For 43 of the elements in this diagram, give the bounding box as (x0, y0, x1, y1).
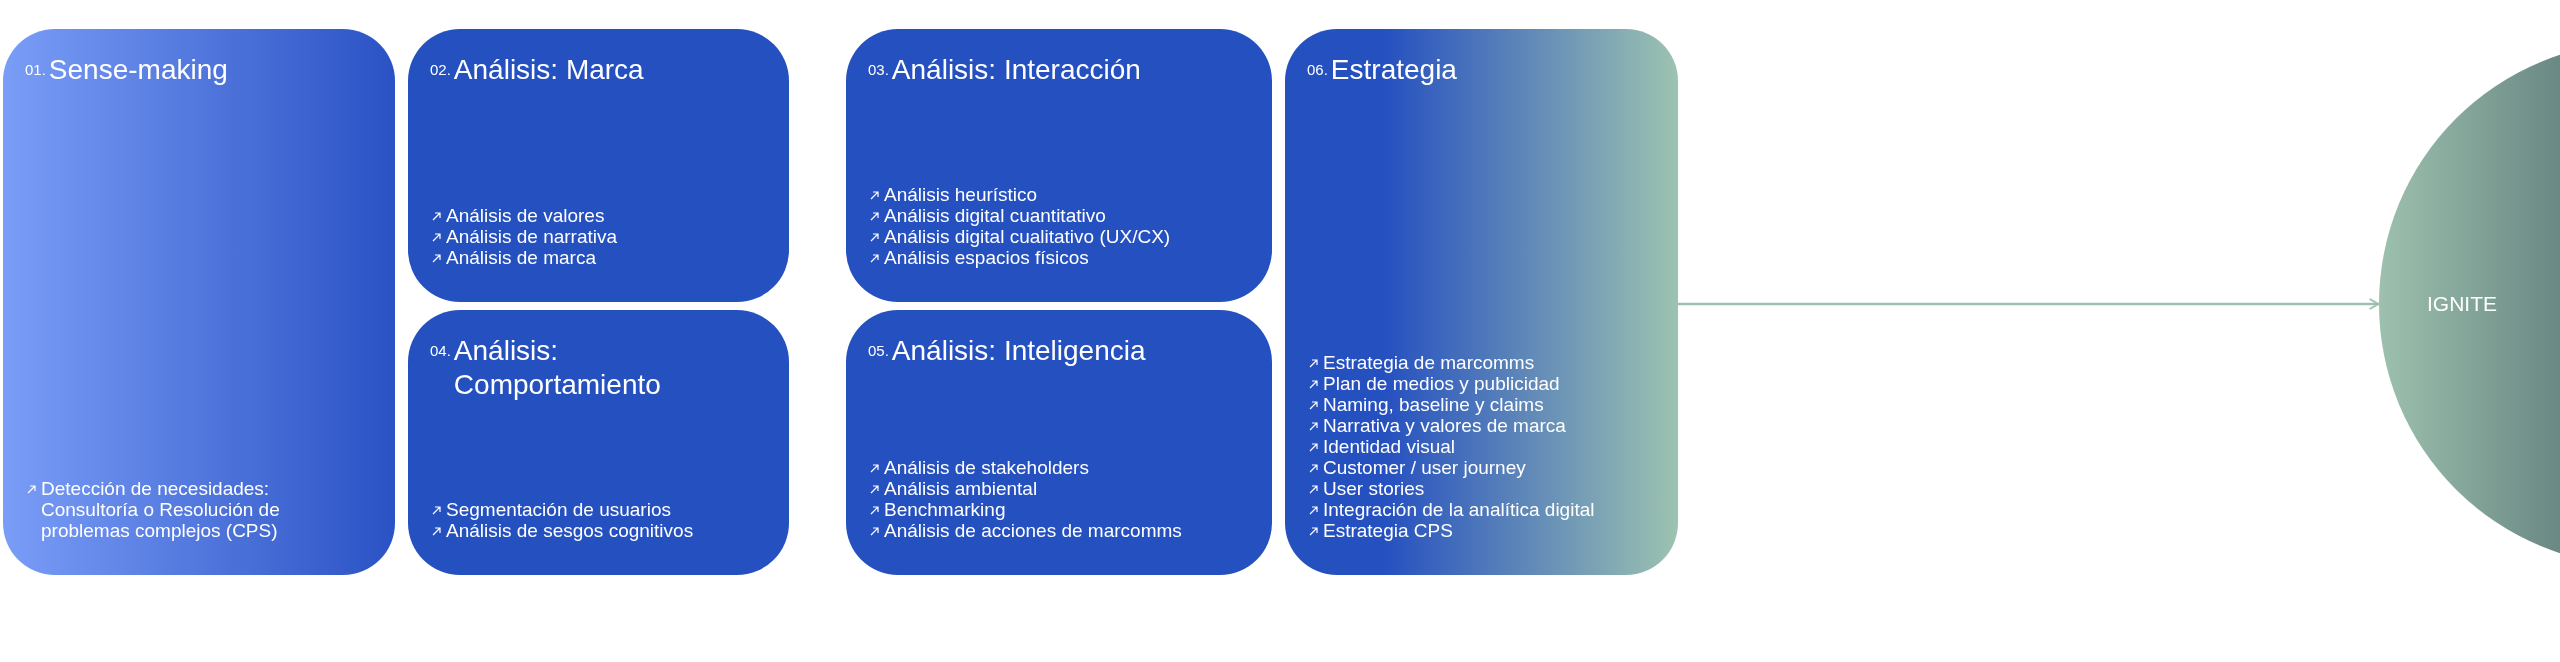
arrow (1678, 298, 2380, 310)
list-item: Segmentación de usuarios (446, 499, 671, 520)
list-item: Naming, baseline y claims (1323, 394, 1544, 415)
list-item: User stories (1323, 478, 1425, 499)
list-item: Plan de medios y publicidad (1323, 373, 1560, 394)
list-item: Análisis ambiental (884, 478, 1038, 499)
list-item: Análisis heurístico (884, 184, 1038, 205)
list-item: Análisis de stakeholders (884, 457, 1089, 478)
list-item: Identidad visual (1323, 436, 1456, 457)
phase-title: Análisis: Marca (453, 53, 644, 87)
phase-title: Análisis: Interacción (891, 53, 1141, 87)
phase-title: Estrategia (1330, 53, 1457, 87)
phase-number: 06. (1307, 61, 1328, 78)
list-item: Benchmarking (884, 499, 1006, 520)
phase-number: 04. (430, 342, 451, 359)
list-item: Análisis de valores (446, 205, 605, 226)
phase-card (846, 29, 1272, 302)
list-item: Integración de la analítica digital (1323, 499, 1595, 520)
list-item: Análisis digital cuantitativo (884, 205, 1106, 226)
list-item: Customer / user journey (1323, 457, 1526, 478)
phase-number: 02. (430, 61, 451, 78)
phase-title: Análisis: Comportamiento (453, 334, 662, 402)
list-item: Análisis de acciones de marcomms (884, 520, 1182, 541)
list-item: Narrativa y valores de marca (1323, 415, 1566, 436)
list-item: Análisis de marca (446, 247, 596, 268)
phase-card (3, 29, 395, 575)
list-item: Detección de necesidades: Consultoría o Resolución de problemas complejos (CPS) (41, 478, 281, 541)
list-item: Análisis espacios físicos (884, 247, 1089, 268)
list-item: Análisis digital cualitativo (UX/CX) (884, 226, 1171, 247)
phase-card (408, 29, 789, 302)
list-item: Análisis de sesgos cognitivos (446, 520, 694, 541)
list-item: Análisis de narrativa (446, 226, 618, 247)
stage-label: IGNITE (2427, 292, 2497, 316)
phase-card (846, 310, 1272, 575)
phase-title: Análisis: Inteligencia (891, 334, 1146, 368)
phase-title: Sense-making (48, 53, 228, 87)
phase-card (1285, 29, 1678, 575)
list-item: Estrategia de marcomms (1323, 352, 1535, 373)
phase-number: 01. (25, 61, 46, 78)
phase-number: 05. (868, 342, 889, 359)
phase-card (408, 310, 789, 575)
list-item: Estrategia CPS (1323, 520, 1453, 541)
phase-number: 03. (868, 61, 889, 78)
